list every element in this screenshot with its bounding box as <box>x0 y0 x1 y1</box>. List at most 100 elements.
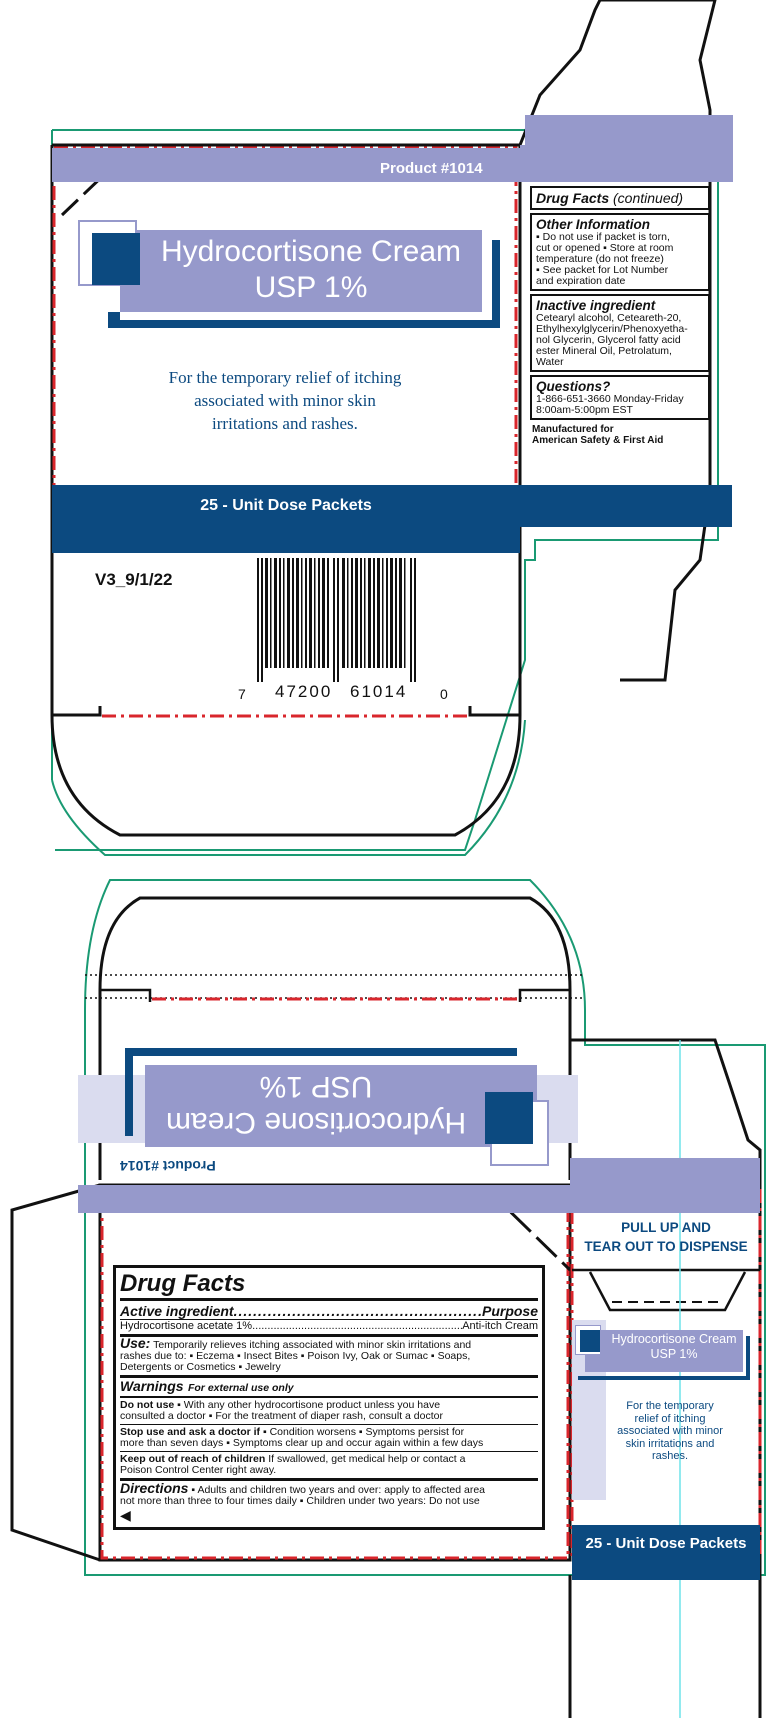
dispenser-title-line2: USP 1% <box>650 1347 698 1361</box>
keep-out-line-1: If swallowed, get medical help or contac… <box>268 1453 466 1465</box>
stop-use-line-1: ▪ Condition worsens ▪ Symptoms persist f… <box>262 1426 465 1438</box>
dispenser-title: Hydrocortisone Cream USP 1% <box>600 1332 748 1362</box>
stop-use-section: Stop use and ask a doctor if ▪ Condition… <box>120 1424 538 1451</box>
dispenser-tagline-2: relief of itching <box>634 1412 706 1425</box>
directions-line-2: not more than three to four times daily … <box>120 1495 480 1507</box>
keep-out-section: Keep out of reach of children If swallow… <box>120 1451 538 1478</box>
dispenser-title-box <box>585 1330 743 1372</box>
continue-arrow-icon: ◀ <box>120 1507 131 1523</box>
questions-line-2: 8:00am-5:00pm EST <box>536 404 633 416</box>
top-flap-band <box>525 115 733 145</box>
front-tagline-line1: For the temporary relief of itching <box>168 368 402 387</box>
front-band-bg <box>52 485 732 527</box>
logo-square <box>92 233 140 285</box>
inactive-line-1: Cetearyl alcohol, Ceteareth-20, <box>536 312 682 324</box>
drug-facts-title: Drug Facts <box>120 1270 538 1301</box>
directions-section: Directions ▪ Adults and children two yea… <box>120 1478 538 1525</box>
flipped-logo-square <box>485 1092 533 1144</box>
front-product-number: Product #1014 <box>380 160 483 177</box>
continued-suffix: (continued) <box>609 190 684 206</box>
do-not-use-line-2: consulted a doctor ▪ For the treatment o… <box>120 1410 443 1422</box>
other-info-line-3: temperature (do not freeze) <box>536 253 664 265</box>
pull-up-instruction: PULL UP AND TEAR OUT TO DISPENSE <box>572 1218 760 1256</box>
drug-facts-continued: Drug Facts (continued) Other Information… <box>530 186 710 446</box>
front-tagline-line3: irritations and rashes. <box>212 414 358 433</box>
title-shadow-corner <box>108 312 120 328</box>
barcode <box>257 558 416 682</box>
active-header-row: Active ingredient ......................… <box>120 1303 538 1319</box>
directions-line-1: ▪ Adults and children two years and over… <box>191 1484 486 1496</box>
front-tagline: For the temporary relief of itching asso… <box>110 366 460 435</box>
dispenser-tagline-5: rashes. <box>651 1450 689 1462</box>
do-not-use-label: Do not use <box>120 1399 175 1411</box>
dispenser-title-line1: Hydrocortisone Cream <box>611 1332 737 1346</box>
active-purpose: Anti-itch Cream <box>462 1320 538 1332</box>
barcode-digit-3: 61014 <box>350 682 408 701</box>
bottom-tab-notches <box>100 988 570 1002</box>
inactive-title: Inactive ingredient <box>536 298 656 313</box>
bottom-top-tuck <box>98 896 572 1180</box>
drug-facts-box: Drug Facts Active ingredient ...........… <box>113 1265 545 1530</box>
mfg-line-1: Manufactured for <box>532 424 614 435</box>
manufacturer-info: Manufactured for American Safety & First… <box>530 424 710 446</box>
dispenser-title-frame <box>578 1336 750 1380</box>
front-tagline-line2: associated with minor skin <box>194 391 376 410</box>
stop-use-label: Stop use and ask a doctor if <box>120 1426 261 1438</box>
side-header-bar <box>520 145 733 182</box>
dispenser-tagline: For the temporary relief of itching asso… <box>600 1400 740 1463</box>
barcode-digit-1: 7 <box>238 686 246 702</box>
dispenser-tear-tab <box>588 1271 747 1312</box>
inactive-line-4: ester Mineral Oil, Petrolatum, <box>536 345 672 357</box>
dispenser-tagline-1: For the temporary <box>626 1400 714 1412</box>
use-line-1: Temporarily relieves itching associated … <box>153 1339 472 1351</box>
front-band-under <box>52 527 520 553</box>
stop-use-line-2: more than seven days ▪ Symptoms clear up… <box>120 1437 484 1449</box>
do-not-use-line-1: ▪ With any other hydrocortisone product … <box>177 1399 441 1411</box>
inactive-line-2: Ethylhexylglycerin/Phenoxyetha- <box>536 323 688 335</box>
active-value: Hydrocortisone acetate 1% <box>120 1320 253 1332</box>
front-band-text: 25 - Unit Dose Packets <box>200 497 372 514</box>
directions-label: Directions <box>120 1480 189 1496</box>
flipped-product-number: Product #1014 <box>120 1158 216 1174</box>
top-bottom-tuck <box>50 706 522 837</box>
active-label: Active ingredient <box>120 1303 234 1319</box>
bleed-outline-top-cap <box>51 719 526 856</box>
flipped-title-box <box>145 1065 537 1147</box>
continued-title: Drug Facts <box>536 190 610 206</box>
back-panel-cutline <box>100 1186 570 1560</box>
other-info-line-4: ▪ See packet for Lot Number <box>536 264 669 276</box>
inactive-line-3: nol Glycerin, Glycerol fatty acid <box>536 334 681 346</box>
use-line-2: rashes due to: ▪ Eczema ▪ Insect Bites ▪… <box>120 1350 471 1362</box>
dispenser-band-text: 25 - Unit Dose Packets <box>585 1535 747 1552</box>
questions-box: Questions? 1-866-651-3660 Monday-Friday … <box>530 375 710 420</box>
flipped-title: Hydrocortisone Cream USP 1% <box>145 1068 487 1140</box>
keep-out-line-2: Poison Control Center right away. <box>120 1464 277 1476</box>
continued-header: Drug Facts (continued) <box>530 186 710 210</box>
version-code: V3_9/1/22 <box>95 570 173 589</box>
dispenser-tagline-4: skin irritations and <box>625 1437 715 1450</box>
warnings-label: Warnings <box>120 1378 184 1394</box>
front-title: Hydrocortisone Cream USP 1% <box>140 234 482 306</box>
front-title-line1: Hydrocortisone Cream <box>160 235 462 268</box>
pull-up-line-2: TEAR OUT TO DISPENSE <box>584 1239 748 1254</box>
dispenser-band-bg <box>572 1525 760 1580</box>
flipped-title-line2: USP 1% <box>259 1070 373 1103</box>
purpose-label: Purpose <box>481 1303 538 1319</box>
title-shadow-frame <box>108 240 500 328</box>
use-line-3: Detergents or Cosmetics ▪ Jewelry <box>120 1361 281 1373</box>
do-not-use-section: Do not use ▪ With any other hydrocortiso… <box>120 1396 538 1424</box>
other-info-line-2: cut or opened ▪ Store at room <box>536 242 674 254</box>
bleed-outline-bottom <box>84 879 766 1576</box>
active-row: Hydrocortisone acetate 1% ..............… <box>120 1319 538 1332</box>
dispenser-logo-square <box>580 1330 600 1352</box>
back-lav-band <box>78 1185 760 1213</box>
questions-title: Questions? <box>536 379 611 394</box>
barcode-digit-4: 0 <box>440 686 448 702</box>
mfg-line-2: American Safety & First Aid <box>532 435 664 446</box>
inactive-box: Inactive ingredient Cetearyl alcohol, Ce… <box>530 294 710 372</box>
pull-up-line-1: PULL UP AND <box>621 1220 711 1235</box>
warnings-sub: For external use only <box>187 1382 294 1394</box>
mfg-line-3: Osceola, IN 46561 <box>533 468 619 479</box>
warnings-header: Warnings For external use only <box>120 1375 538 1396</box>
barcode-digit-2: 47200 <box>275 682 333 701</box>
